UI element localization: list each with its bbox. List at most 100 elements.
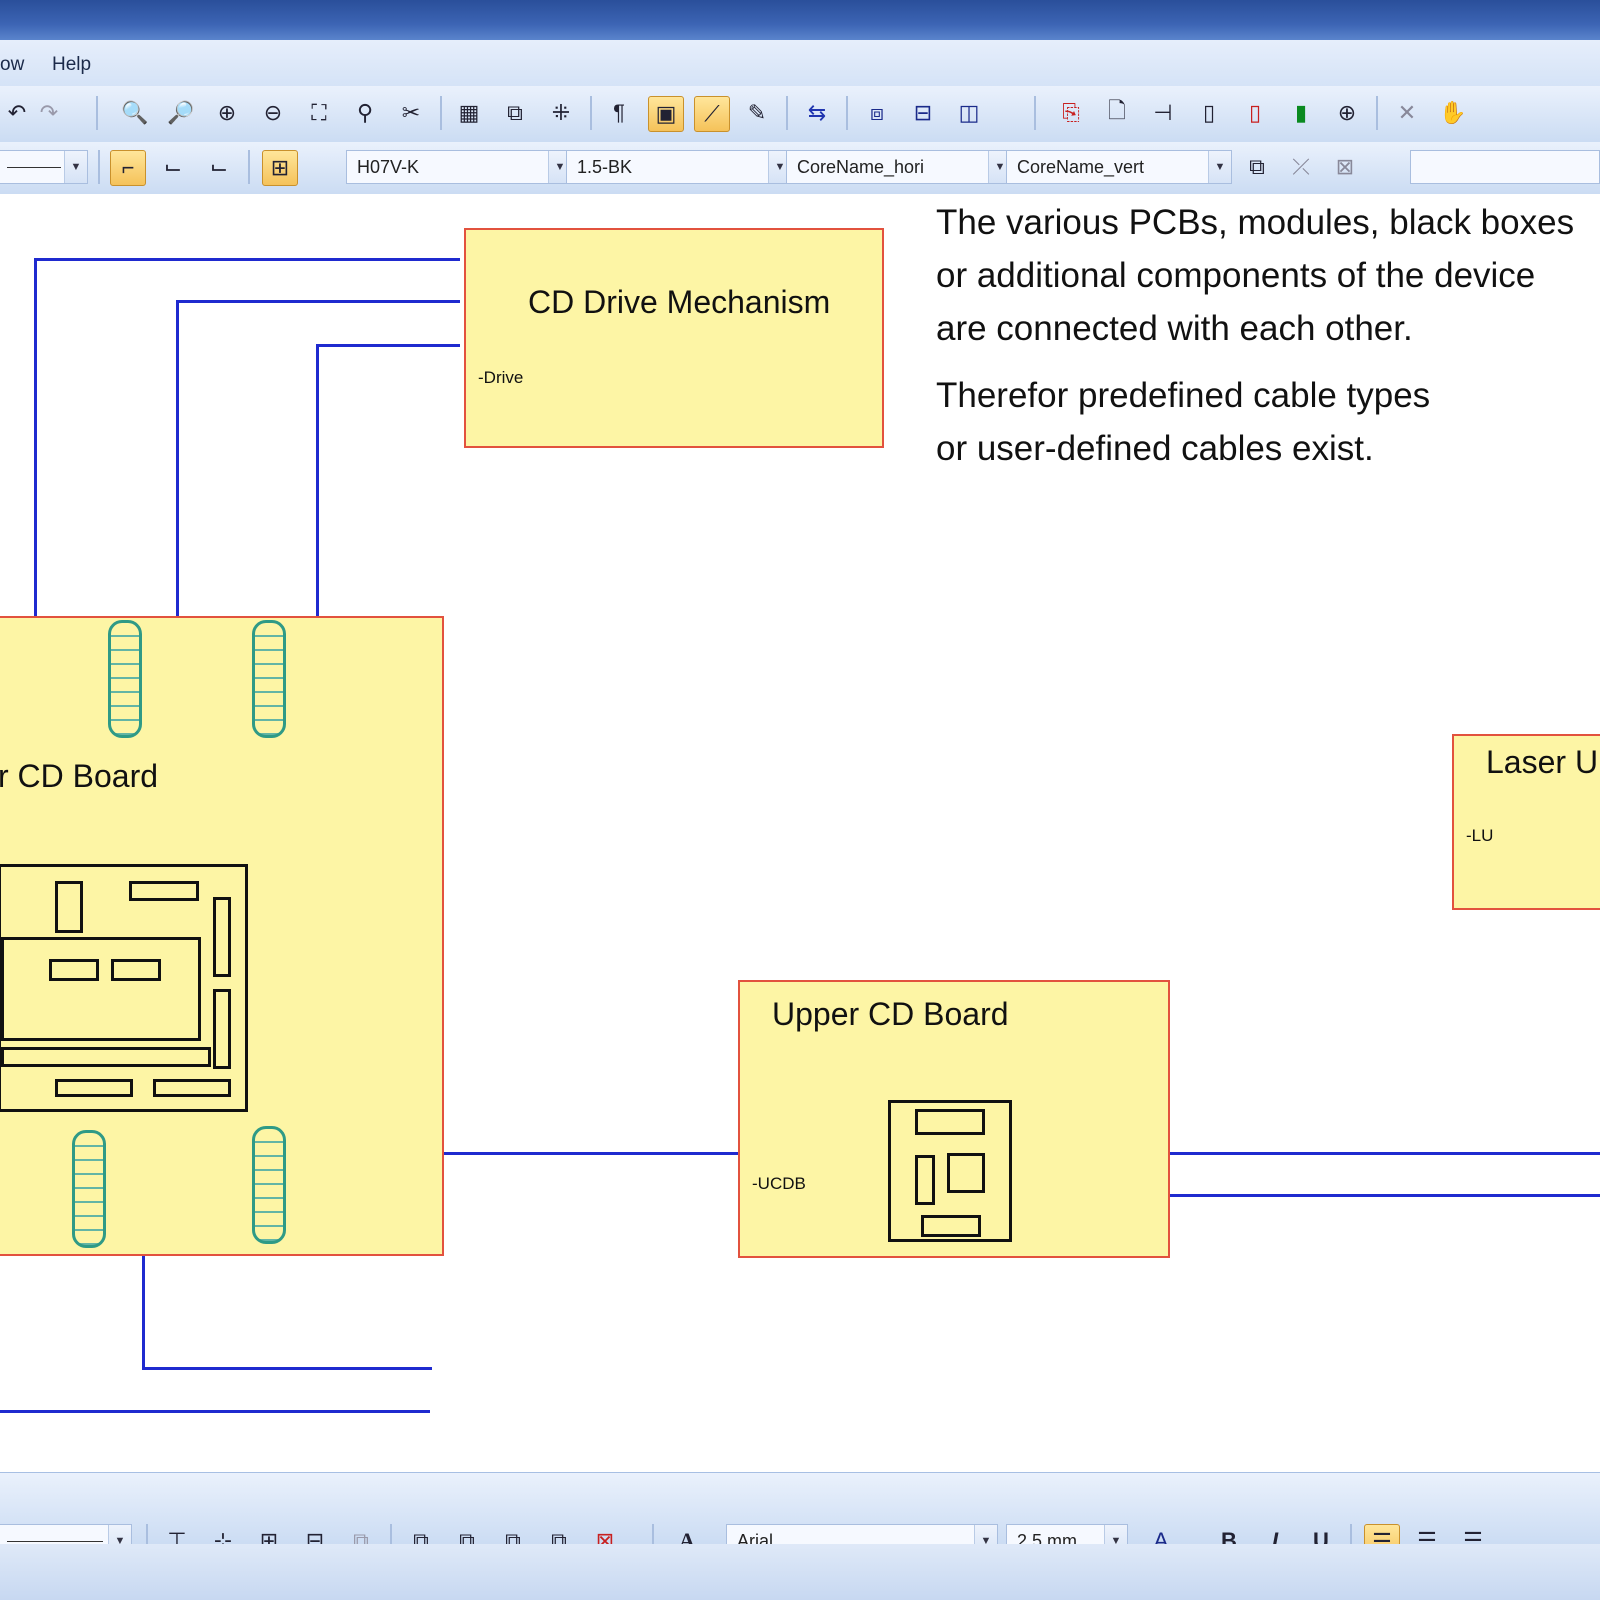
- insert-device-icon[interactable]: ⎘: [1062, 100, 1080, 125]
- core-type-combo[interactable]: 1.5-BK▼: [566, 150, 792, 184]
- toolbar-separator: [98, 150, 100, 184]
- toolbar-separator: [1034, 96, 1036, 130]
- toolbar-separator: [1376, 96, 1378, 130]
- toolbar-separator: [786, 96, 788, 130]
- toolbar-separator: [440, 96, 442, 130]
- pcb-component: [55, 1079, 133, 1097]
- cable-remove-icon[interactable]: ⊠: [1335, 154, 1355, 179]
- cable-link-icon[interactable]: ⧉: [1249, 154, 1265, 179]
- undo-icon[interactable]: ↶: [7, 100, 27, 125]
- core-name-vertical-value: CoreName_vert: [1017, 156, 1145, 177]
- zoom-out-icon[interactable]: 🔎: [167, 100, 195, 125]
- window-cascade-icon[interactable]: ⧈: [870, 100, 884, 125]
- cable-wire[interactable]: [316, 344, 460, 347]
- delete-x-icon[interactable]: ✕: [1397, 100, 1417, 125]
- toolbar-separator: [390, 1524, 392, 1558]
- cable-wire[interactable]: [142, 1367, 432, 1370]
- cable-bundle-icon[interactable]: ⊞: [262, 150, 298, 186]
- italic-button[interactable]: I: [1271, 1528, 1279, 1553]
- toolbar-separator: [846, 96, 848, 130]
- pen-icon[interactable]: ✎: [747, 100, 767, 125]
- connect-icon[interactable]: ⇆: [807, 100, 827, 125]
- upper-cd-board-title: Upper CD Board: [772, 996, 1009, 1032]
- toolbar-separator: [652, 1524, 654, 1558]
- laser-unit-ref: -LU: [1466, 826, 1494, 845]
- cable-wire[interactable]: [1166, 1152, 1600, 1155]
- cable-wire[interactable]: [176, 300, 460, 303]
- cable-wire[interactable]: [34, 258, 37, 620]
- note-line: or additional components of the device: [936, 256, 1536, 295]
- pcb-component: [213, 989, 231, 1069]
- pcb-component: [111, 959, 161, 981]
- pcb-symbol[interactable]: [0, 864, 248, 1112]
- note-line: or user-defined cables exist.: [936, 429, 1374, 468]
- toolbar-separator: [146, 1524, 148, 1558]
- toolbar-separator: [96, 96, 98, 130]
- connector-symbol[interactable]: [252, 620, 286, 738]
- block-red-icon[interactable]: ▯: [1248, 100, 1262, 125]
- cd-drive-mechanism-box[interactable]: CD Drive Mechanism -Drive: [464, 228, 884, 448]
- pcb-component: [921, 1215, 981, 1237]
- pcb-component: [947, 1153, 985, 1193]
- cable-route-3-icon[interactable]: ⌙: [209, 154, 229, 179]
- window-vsplit-icon[interactable]: ◫: [958, 100, 980, 125]
- menu-window[interactable]: ow: [0, 54, 25, 75]
- terminal-icon[interactable]: ⊣: [1153, 100, 1173, 125]
- upper-cd-board-box[interactable]: Upper CD Board -UCDB: [738, 980, 1170, 1258]
- connector-green-icon[interactable]: ▮: [1294, 100, 1308, 125]
- menu-help[interactable]: Help: [52, 54, 92, 75]
- cable-wire[interactable]: [176, 300, 179, 620]
- cable-route-icon[interactable]: ⌐: [110, 150, 146, 186]
- crosshair-icon[interactable]: ⊕: [1337, 100, 1357, 125]
- schematic-canvas[interactable]: CD Drive Mechanism -Drive r CD Board Upp…: [0, 194, 1600, 1472]
- cable-type-combo[interactable]: H07V-K▼: [346, 150, 572, 184]
- cable-split-icon[interactable]: ⤫: [1292, 154, 1310, 179]
- core-name-horizontal-value: CoreName_hori: [797, 156, 925, 177]
- cable-wire[interactable]: [0, 1410, 430, 1413]
- window-hsplit-icon[interactable]: ⊟: [913, 100, 933, 125]
- connector-symbol[interactable]: [108, 620, 142, 738]
- cut-icon[interactable]: ✂: [401, 100, 421, 125]
- cable-wire[interactable]: [316, 344, 319, 620]
- find-icon[interactable]: ⚲: [356, 100, 374, 125]
- line-style-combo[interactable]: ▼: [0, 150, 88, 184]
- zoom-minus-icon[interactable]: ⊖: [263, 100, 283, 125]
- laser-unit-box[interactable]: Laser U -LU: [1452, 734, 1600, 910]
- upper-cd-board-ref: -UCDB: [752, 1174, 806, 1193]
- cd-drive-mechanism-ref: -Drive: [478, 368, 524, 387]
- core-name-vertical-combo[interactable]: CoreName_vert▼: [1006, 150, 1232, 184]
- toolbar-separator: [1350, 1524, 1352, 1558]
- symbol-mode-icon[interactable]: ▣: [648, 96, 684, 132]
- connector-symbol[interactable]: [252, 1126, 286, 1244]
- cable-wire[interactable]: [440, 1152, 740, 1155]
- cable-wire[interactable]: [142, 1254, 145, 1370]
- zoom-fit-icon[interactable]: ⛶: [311, 100, 327, 125]
- core-type-value: 1.5-BK: [577, 156, 633, 177]
- window-titlebar: [0, 0, 1600, 40]
- grid-icon[interactable]: ▦: [458, 100, 480, 125]
- pilcrow-icon[interactable]: ¶: [613, 100, 625, 125]
- snap-icon[interactable]: ⧉: [507, 100, 523, 125]
- align-grid-icon[interactable]: ⁜: [551, 100, 571, 125]
- pcb-component: [915, 1155, 935, 1205]
- pcb-symbol[interactable]: [888, 1100, 1012, 1242]
- redo-icon[interactable]: ↷: [39, 100, 59, 125]
- lower-cd-board-box[interactable]: r CD Board: [0, 616, 444, 1256]
- zoom-in-icon[interactable]: 🔍: [121, 100, 149, 125]
- pcb-component: [915, 1109, 985, 1135]
- cable-wire[interactable]: [34, 258, 460, 261]
- cd-drive-mechanism-title: CD Drive Mechanism: [528, 284, 831, 320]
- cable-route-2-icon[interactable]: ⌙: [163, 154, 183, 179]
- hand-icon[interactable]: ✋: [1439, 100, 1467, 125]
- document-icon[interactable]: 🗋: [1108, 98, 1126, 123]
- cable-wire[interactable]: [1166, 1194, 1600, 1197]
- zoom-plus-icon[interactable]: ⊕: [217, 100, 237, 125]
- pcb-component: [129, 881, 199, 901]
- wire-icon[interactable]: ⟋: [694, 96, 730, 132]
- connector-symbol[interactable]: [72, 1130, 106, 1248]
- toolbar-separator: [248, 150, 250, 184]
- chevron-down-icon: ▼: [64, 151, 87, 183]
- extra-combo[interactable]: [1410, 150, 1600, 184]
- block-icon[interactable]: ▯: [1202, 100, 1216, 125]
- core-name-horizontal-combo[interactable]: CoreName_hori▼: [786, 150, 1012, 184]
